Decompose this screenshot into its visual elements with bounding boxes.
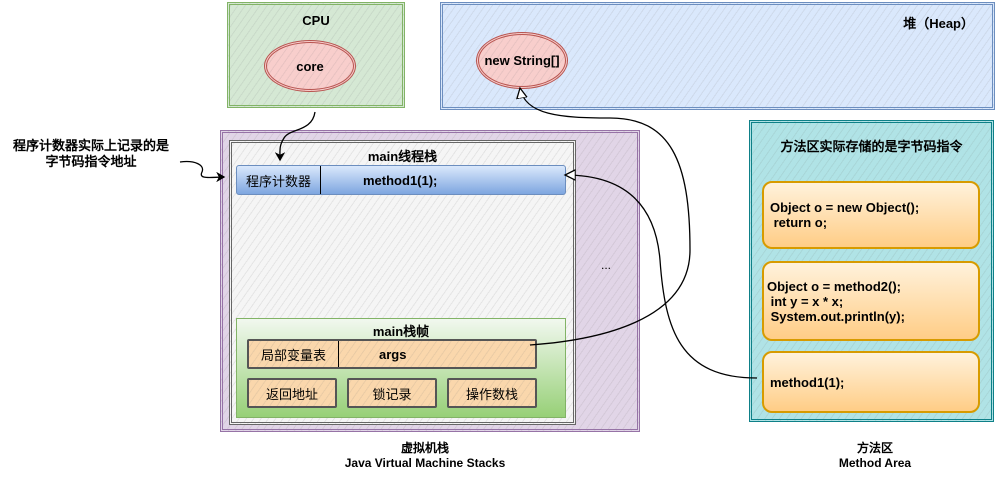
more-threads-ellipsis: ... bbox=[601, 258, 612, 272]
code-line: System.out.println(y); bbox=[767, 308, 905, 324]
thread-stack-title: main线程栈 bbox=[367, 149, 438, 164]
jvm-stacks-caption-en: Java Virtual Machine Stacks bbox=[344, 456, 506, 470]
operand-stack-box: 操作数栈 bbox=[447, 378, 537, 408]
program-counter-value: method1(1); bbox=[363, 172, 438, 188]
program-counter-row: 程序计数器 method1(1); bbox=[236, 165, 566, 195]
pc-note-line2: 字节码指令地址 bbox=[45, 154, 137, 169]
method-area-caption-cn: 方法区 bbox=[856, 441, 893, 455]
local-variable-table: 局部变量表 args bbox=[247, 339, 537, 369]
jvm-stacks-caption-cn: 虚拟机栈 bbox=[400, 441, 449, 455]
jvm-stacks-box: main线程栈 程序计数器 method1(1); main栈帧 局部变量表 a… bbox=[220, 130, 640, 432]
local-variable-table-label: 局部变量表 bbox=[249, 341, 339, 367]
arrow-note-to-pc bbox=[179, 160, 226, 183]
heap-box: 堆（Heap） new String[] bbox=[440, 2, 995, 110]
method-area-box: 方法区实际存储的是字节码指令 Object o = new Object(); … bbox=[749, 120, 994, 422]
cpu-box: CPU core bbox=[227, 2, 405, 108]
method-area-caption: 方法区 Method Area bbox=[805, 441, 945, 471]
local-variable-table-value: args bbox=[379, 346, 407, 362]
heap-object-ellipse: new String[] bbox=[476, 32, 568, 89]
jvm-stacks-caption: 虚拟机栈 Java Virtual Machine Stacks bbox=[315, 441, 535, 471]
program-counter-label: 程序计数器 bbox=[237, 166, 321, 194]
code-line: return o; bbox=[770, 215, 828, 230]
pc-note-line1: 程序计数器实际上记录的是 bbox=[12, 138, 169, 153]
method-area-caption-en: Method Area bbox=[838, 456, 912, 470]
bytecode-block: method1(1); bbox=[762, 351, 980, 413]
code-line: method1(1); bbox=[770, 374, 845, 390]
method-area-title: 方法区实际存储的是字节码指令 bbox=[780, 139, 963, 154]
code-line: int y = x * x; bbox=[767, 293, 844, 309]
bytecode-block: Object o = method2(); int y = x * x; Sys… bbox=[762, 261, 980, 341]
code-line: Object o = new Object(); bbox=[770, 200, 920, 215]
main-stack-frame: main栈帧 局部变量表 args 返回地址 锁记录 操作数栈 bbox=[236, 318, 566, 418]
stack-frame-title: main栈帧 bbox=[372, 324, 430, 339]
bytecode-block: Object o = new Object(); return o; bbox=[762, 181, 980, 249]
pc-note: 程序计数器实际上记录的是 字节码指令地址 bbox=[6, 138, 176, 170]
return-address-box: 返回地址 bbox=[247, 378, 337, 408]
heap-title: 堆（Heap） bbox=[903, 16, 974, 31]
cpu-title: CPU bbox=[302, 13, 330, 28]
lock-record-box: 锁记录 bbox=[347, 378, 437, 408]
main-thread-stack: main线程栈 程序计数器 method1(1); main栈帧 局部变量表 a… bbox=[229, 140, 576, 425]
core-ellipse: core bbox=[264, 40, 356, 92]
code-line: Object o = method2(); bbox=[767, 278, 901, 294]
